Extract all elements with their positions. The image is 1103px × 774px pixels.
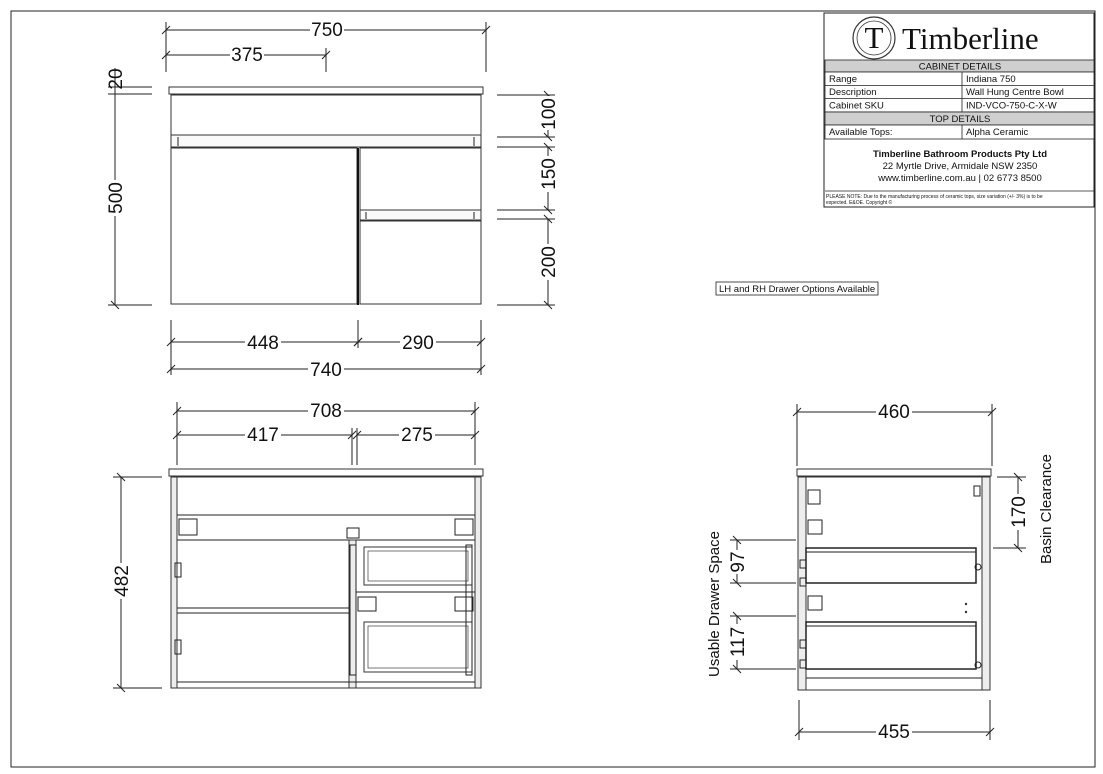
dim-overall-height: 500 [106,182,127,214]
dim-top-thickness: 20 [106,68,127,89]
dim-depth-bottom: 455 [878,722,910,743]
internal-dimensions: 708 417 275 482 [112,401,480,693]
row-label-description: Description [829,87,877,98]
dim-overall-width: 750 [311,20,343,41]
dim-depth-top: 460 [878,402,910,423]
company-address: 22 Myrtle Drive, Armidale NSW 2350 [883,161,1038,172]
dim-door-width: 448 [247,333,279,354]
dim-bottom-drawer-height: 200 [539,246,560,278]
dim-drawer-space-lower: 117 [728,627,749,657]
top-details-heading: TOP DETAILS [930,114,991,125]
drawer-space-label: Usable Drawer Space [706,531,723,677]
front-dimensions: 750 375 20 500 100 150 200 [106,20,560,381]
dim-right-bay: 275 [401,425,433,446]
dim-drawer-space-upper: 97 [728,551,749,572]
dim-carcass-width: 740 [310,360,342,381]
row-value-range: Indiana 750 [966,74,1016,85]
internal-view [168,468,484,689]
logo-letter: T [865,20,884,55]
row-label-range: Range [829,74,857,85]
dim-top-drawer-height: 100 [539,98,560,130]
row-value-description: Wall Hung Centre Bowl [966,87,1064,98]
side-dimensions: 460 455 170 Basin Clearance 97 117 Usabl… [706,402,1055,743]
brand-name: Timberline [902,21,1039,56]
dim-internal-width: 708 [310,401,342,422]
dim-left-bay: 417 [247,425,279,446]
disclaimer-line-2: expected. E&OE. Copyright © [826,199,893,206]
dim-basin-clearance: 170 [1009,496,1030,528]
dim-mid-drawer-height: 150 [539,158,560,190]
dim-internal-height: 482 [112,565,133,597]
company-contact: www.timberline.com.au | 02 6773 8500 [877,173,1042,184]
dim-half-width: 375 [231,45,263,66]
basin-clearance-label: Basin Clearance [1038,454,1055,564]
logo: T Timberline [852,16,1039,60]
cabinet-details-heading: CABINET DETAILS [919,62,1002,73]
row-label-sku: Cabinet SKU [829,101,884,112]
drawer-options-callout: LH and RH Drawer Options Available [715,281,879,296]
title-block: T Timberline CABINET DETAILS Range India… [823,12,1095,208]
top-value: Alpha Ceramic [966,127,1029,138]
dim-drawer-width: 290 [402,333,434,354]
disclaimer-line-1: PLEASE NOTE: Due to the manufacturing pr… [826,194,1043,200]
row-value-sku: IND-VCO-750-C-X-W [966,101,1057,112]
sheet-border [10,10,1096,768]
top-label: Available Tops: [829,127,893,138]
side-view [796,468,992,691]
company-name: Timberline Bathroom Products Pty Ltd [873,149,1047,160]
front-view [168,86,484,305]
drawer-options-text: LH and RH Drawer Options Available [719,284,875,295]
